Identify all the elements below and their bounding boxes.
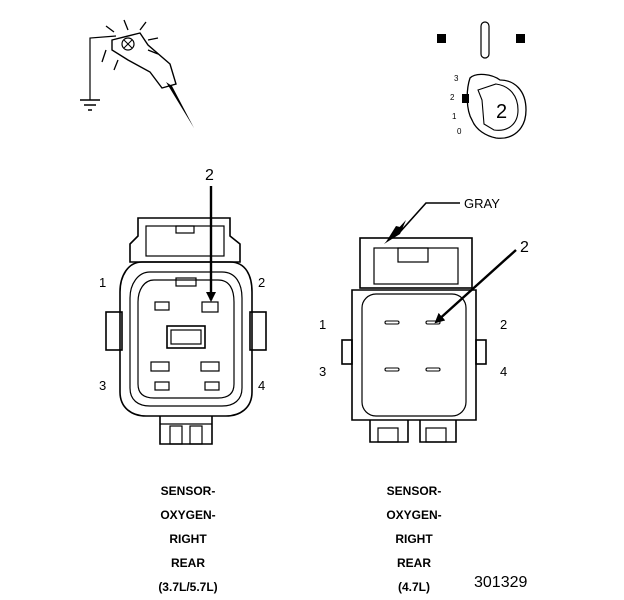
right-connector: [341, 202, 517, 443]
left-caption-line: RIGHT: [169, 532, 207, 546]
right-caption: SENSOR- OXYGEN- RIGHT REAR (4.7L): [386, 484, 441, 594]
right-pin-4: 4: [500, 364, 507, 379]
ohmmeter-range-label: 2: [496, 101, 507, 123]
right-caption-line: (4.7L): [398, 580, 430, 594]
ohmmeter-tick-1: 1: [452, 112, 457, 121]
ohmmeter-tick-2: 2: [450, 93, 455, 102]
left-caption-line: REAR: [171, 556, 205, 570]
right-caption-line: REAR: [397, 556, 431, 570]
left-callout-number: 2: [205, 167, 214, 184]
diagram-id: 301329: [474, 574, 527, 591]
left-connector: [105, 186, 267, 445]
left-pin-1: 1: [99, 275, 106, 290]
ohmmeter-icon: [437, 21, 527, 139]
right-caption-line: RIGHT: [395, 532, 433, 546]
left-caption: SENSOR- OXYGEN- RIGHT REAR (3.7L/5.7L): [158, 484, 217, 594]
gray-wire-label: GRAY: [464, 196, 500, 211]
test-light-probe-icon: [80, 19, 194, 128]
ohmmeter-tick-0: 0: [457, 127, 462, 136]
left-caption-line: (3.7L/5.7L): [158, 580, 217, 594]
right-callout-number: 2: [520, 239, 529, 256]
right-pin-2: 2: [500, 317, 507, 332]
left-caption-line: OXYGEN-: [160, 508, 215, 522]
left-pin-2: 2: [258, 275, 265, 290]
left-pin-4: 4: [258, 378, 265, 393]
ohmmeter-tick-3: 3: [454, 74, 459, 83]
left-pin-3: 3: [99, 378, 106, 393]
ohmmeter-scale: 3 2 1 0: [450, 74, 462, 136]
right-caption-line: SENSOR-: [387, 484, 442, 498]
right-caption-line: OXYGEN-: [386, 508, 441, 522]
right-pin-3: 3: [319, 364, 326, 379]
left-caption-line: SENSOR-: [161, 484, 216, 498]
right-pin-1: 1: [319, 317, 326, 332]
